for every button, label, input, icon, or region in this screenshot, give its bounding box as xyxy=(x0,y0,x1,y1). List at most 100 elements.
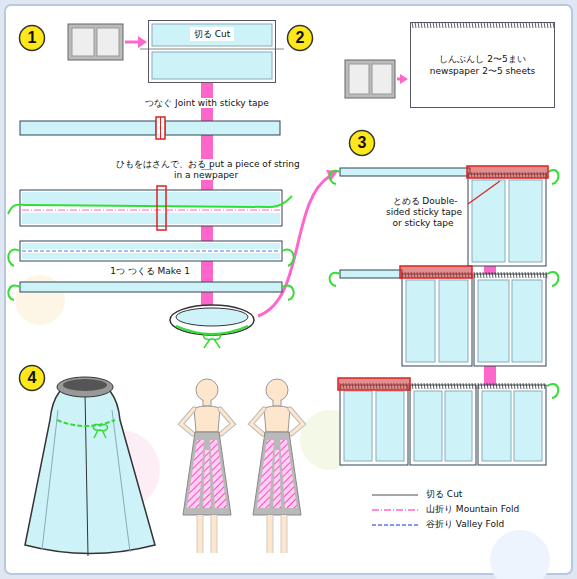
cut-sheet xyxy=(140,20,284,83)
wearing-figure xyxy=(181,379,303,553)
string-strip xyxy=(22,251,280,252)
newspaper-fringe xyxy=(501,272,502,278)
wearing-figure xyxy=(251,379,303,553)
newspaper-fringe xyxy=(340,22,554,389)
leader-line xyxy=(468,181,500,204)
step-number: 3 xyxy=(348,129,376,157)
hanging-newspapers xyxy=(445,391,472,461)
newspaper-fringe xyxy=(442,383,443,389)
instruction-text: ひもをはさんで、おる put a piece of string in a ne… xyxy=(114,159,300,180)
hanging-newspapers xyxy=(474,274,546,366)
background xyxy=(490,530,550,579)
string-strip xyxy=(22,210,280,211)
sticky-tape xyxy=(400,266,472,278)
newspaper-fringe xyxy=(489,272,490,278)
string-strip xyxy=(8,186,294,300)
step-circle-fill xyxy=(20,26,45,51)
newspaper-icon xyxy=(68,24,123,60)
skirt-cone xyxy=(25,377,155,556)
legend-text: 谷折り Valley Fold xyxy=(426,519,504,529)
waist-ring xyxy=(176,326,248,334)
newspaper-fringe xyxy=(472,383,473,389)
newspaper-fringe xyxy=(424,383,425,389)
sheet-box: 切る Cut xyxy=(148,20,276,83)
newspaper-fringe xyxy=(466,383,467,389)
newspaper-fringe xyxy=(433,383,434,389)
newspaper-fringe xyxy=(480,272,481,278)
newspaper-fringe xyxy=(490,383,491,389)
newspaper-fringe xyxy=(421,383,422,389)
sticky-tape xyxy=(338,378,410,390)
string-strip xyxy=(8,196,292,214)
newspaper-fringe xyxy=(517,383,518,389)
string-strip xyxy=(22,213,280,224)
newspaper-icon xyxy=(345,60,395,98)
newspaper-icon xyxy=(72,28,94,56)
newspaper-fringe xyxy=(546,272,547,278)
step-number: 2 xyxy=(286,24,314,52)
step-number-text: 2 xyxy=(296,30,305,46)
step-number-text: 4 xyxy=(28,370,37,386)
newspaper-fringe xyxy=(514,383,515,389)
newspaper-fringe xyxy=(508,383,509,389)
string-strip xyxy=(20,190,282,226)
newspaper-fringe xyxy=(484,383,485,389)
instruction-text: 1つ つくる Make 1 xyxy=(108,266,192,276)
hanging-newspapers xyxy=(512,280,542,362)
newspaper-fringe xyxy=(532,383,533,389)
instruction-text: とめる Double-sided sticky tape or sticky t… xyxy=(386,196,462,228)
pink-arrow xyxy=(397,78,400,81)
newspaper-fringe xyxy=(522,272,523,278)
newspaper-fringe xyxy=(457,383,458,389)
newspaper-fringe xyxy=(537,272,538,278)
legend-text: 切る Cut xyxy=(426,489,462,499)
sheet-label: しんぶんし 2〜5まい newspaper 2〜5 sheets xyxy=(421,52,545,78)
newspaper-icon xyxy=(68,24,395,98)
sheet-box: しんぶんし 2〜5まい newspaper 2〜5 sheets xyxy=(410,22,555,108)
waist-ring xyxy=(176,308,248,326)
newspaper-fringe xyxy=(516,272,517,278)
cut-sheet xyxy=(140,48,284,49)
step-circle-fill xyxy=(20,366,45,391)
hanging-newspapers xyxy=(482,391,511,461)
legend-sample xyxy=(372,494,418,496)
newspaper-fringe xyxy=(510,272,511,278)
newspaper-fringe xyxy=(463,383,464,389)
newspaper-fringe xyxy=(445,383,446,389)
string-strip xyxy=(22,243,280,249)
newspaper-fringe xyxy=(531,272,532,278)
joined-strip xyxy=(160,117,161,139)
newspaper-fringe xyxy=(478,383,479,389)
newspaper-fringe xyxy=(412,383,413,389)
newspaper-fringe xyxy=(493,383,494,389)
sticky-tape xyxy=(467,166,548,178)
newspaper-fringe xyxy=(483,272,484,278)
step-number-text: 3 xyxy=(358,135,367,151)
skirt-cone xyxy=(93,424,107,438)
wearing-figure xyxy=(181,379,233,553)
newspaper-fringe xyxy=(475,383,476,389)
newspaper-icon xyxy=(97,28,119,56)
hanging-newspapers xyxy=(439,280,468,362)
newspaper-fringe xyxy=(474,272,475,278)
newspaper-fringe xyxy=(505,383,506,389)
hanging-newspapers xyxy=(340,270,402,278)
skirt-cone xyxy=(112,410,130,552)
newspaper-fringe xyxy=(540,272,541,278)
newspaper-fringe xyxy=(415,383,416,389)
newspaper-fringe xyxy=(541,383,542,389)
skirt-cone xyxy=(63,379,107,391)
string-strip xyxy=(22,192,280,206)
hanging-newspapers xyxy=(410,385,476,465)
newspaper-fringe xyxy=(451,383,452,389)
instruction-text: つなぐ Joint with sticky tape xyxy=(143,98,271,108)
newspaper-fringe xyxy=(511,383,512,389)
joined-strip xyxy=(156,117,165,139)
hanging-newspapers xyxy=(406,280,435,362)
newspaper-fringe xyxy=(504,272,505,278)
newspaper-fringe xyxy=(535,383,536,389)
